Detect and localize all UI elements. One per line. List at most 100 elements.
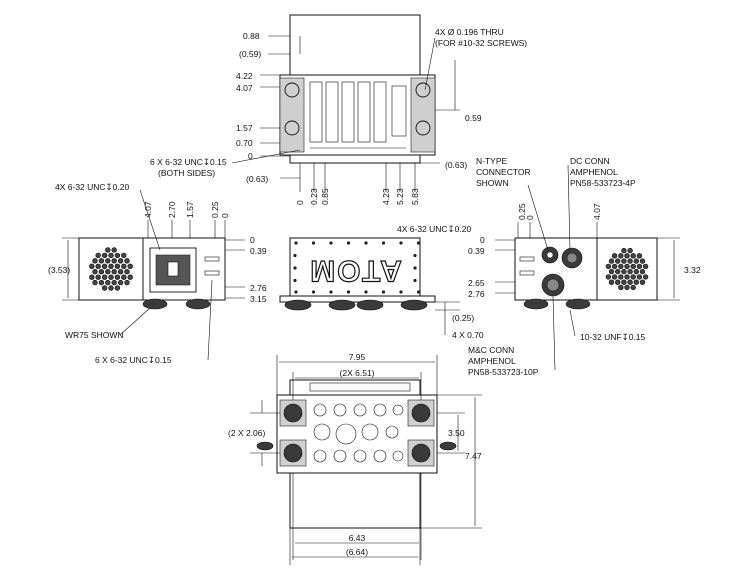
mc-connector-insert-icon xyxy=(546,278,560,292)
screw-icon xyxy=(416,241,421,245)
mount-hole-icon xyxy=(415,120,431,136)
grille-hole-icon xyxy=(630,253,636,259)
grille-hole-icon xyxy=(92,258,98,264)
grille-hole-icon xyxy=(108,252,114,259)
left-dim-label: 3.15 xyxy=(250,294,267,304)
grille-hole-icon xyxy=(117,269,124,275)
top-dim-label: (0.59) xyxy=(239,49,261,59)
screw-icon xyxy=(311,290,316,294)
grille-hole-icon xyxy=(121,274,127,280)
side-bracket xyxy=(519,270,535,276)
grille-hole-icon xyxy=(89,263,95,269)
left-dim-label: 0 xyxy=(220,213,230,218)
left-note-top: 4X 6-32 UNC↧0.20 xyxy=(55,182,129,192)
grille-hole-icon xyxy=(621,247,627,254)
wr75-flange xyxy=(149,247,197,293)
top-view-dim-lines xyxy=(231,35,460,192)
screw-icon xyxy=(294,241,298,245)
left-dim-label: 2.70 xyxy=(167,201,177,218)
screw-icon xyxy=(329,241,333,245)
left-view: 4X 6-32 UNC↧0.20 4.07 2.70 1.57 0.25 0 0… xyxy=(48,182,267,365)
grille-hole-icon xyxy=(101,274,108,280)
grille-hole-icon xyxy=(642,263,649,270)
grille-hole-icon xyxy=(630,263,636,270)
mount-hole-icon xyxy=(415,82,431,98)
grille-hole-icon xyxy=(111,258,117,264)
grille-hole-icon xyxy=(127,263,133,269)
right-foot-icon xyxy=(565,298,591,310)
right-note-unf: 10-32 UNF↧0.15 xyxy=(580,332,646,342)
bottom-side-foot-icon xyxy=(439,441,457,451)
front-foot-icon xyxy=(400,299,428,311)
grille-hole-icon xyxy=(92,279,98,286)
top-dim-label: (0.63) xyxy=(445,160,467,170)
right-fan-grille-icon xyxy=(605,247,649,291)
left-note-bottom: 6 X 6-32 UNC↧0.15 xyxy=(95,355,172,365)
top-dim-label: 0.23 xyxy=(309,188,319,205)
grille-hole-icon xyxy=(639,268,646,275)
grille-hole-icon xyxy=(633,258,639,264)
top-view-right-flange xyxy=(410,77,436,153)
top-view-fins xyxy=(309,81,407,149)
grille-hole-icon xyxy=(95,252,101,259)
screw-icon xyxy=(293,266,297,270)
n-type-pin-icon xyxy=(546,251,554,259)
top-view-cover xyxy=(289,14,421,76)
front-base xyxy=(279,295,436,303)
screw-icon xyxy=(346,290,351,294)
grille-hole-icon xyxy=(639,258,646,264)
front-view-dim-lines xyxy=(435,301,460,335)
front-foot-icon xyxy=(284,299,312,311)
front-foot-icon xyxy=(328,299,356,311)
screw-icon xyxy=(311,241,316,245)
grille-hole-icon xyxy=(627,268,633,275)
flange-port-icon xyxy=(411,403,431,423)
top-dim-label: 0 xyxy=(248,151,253,161)
grille-hole-icon xyxy=(117,258,124,264)
dc-conn-label: AMPHENOL xyxy=(570,167,618,177)
dim-6-43: 6.43 xyxy=(349,533,366,543)
dim-2x-2-06: (2 X 2.06) xyxy=(228,428,265,438)
grille-hole-icon xyxy=(618,274,624,280)
right-dim-label: 0.25 xyxy=(517,203,527,220)
grille-hole-icon xyxy=(101,252,108,259)
top-dim-label: 4.22 xyxy=(236,71,253,81)
right-view: 4X 6-32 UNC↧0.20 0.25 0 4.07 0 0.39 2.65… xyxy=(397,156,701,377)
dim-7-47: 7.47 xyxy=(465,451,482,461)
grille-hole-icon xyxy=(105,279,111,286)
dc-conn-label: DC CONN xyxy=(570,156,610,166)
screw-icon xyxy=(293,253,297,258)
right-dim-height: 3.32 xyxy=(684,265,701,275)
grille-hole-icon xyxy=(124,269,130,275)
right-note-top: 4X 6-32 UNC↧0.20 xyxy=(397,224,471,234)
grille-hole-icon xyxy=(108,263,114,269)
top-dim-label: 1.57 xyxy=(236,123,253,133)
grille-hole-icon xyxy=(624,253,630,259)
grille-hole-icon xyxy=(114,285,121,291)
right-foot-icon xyxy=(523,298,549,310)
mount-hole-icon xyxy=(284,82,300,98)
grille-hole-icon xyxy=(121,263,127,269)
top-dim-label: 0.85 xyxy=(320,188,330,205)
grille-hole-icon xyxy=(605,263,612,270)
left-dim-label: 0 xyxy=(250,235,255,245)
grille-hole-icon xyxy=(624,274,630,280)
top-dim-label: 0.70 xyxy=(236,138,253,148)
grille-hole-icon xyxy=(95,274,101,280)
dc-connector-insert-icon xyxy=(566,252,578,264)
grille-hole-icon xyxy=(108,285,114,291)
bottom-internal-features xyxy=(309,382,411,463)
mount-hole-icon xyxy=(284,120,300,136)
left-dim-label: 0.25 xyxy=(210,201,220,218)
grille-hole-icon xyxy=(627,258,633,264)
grille-hole-icon xyxy=(624,284,630,291)
grille-hole-icon xyxy=(98,258,105,264)
screw-icon xyxy=(294,290,298,294)
front-dim-label: 4 X 0.70 xyxy=(452,330,484,340)
note-unc-sides-line1: 6 X 6-32 UNC↧0.15 xyxy=(150,157,227,167)
grille-hole-icon xyxy=(624,263,630,270)
ntype-label: CONNECTOR xyxy=(476,167,531,177)
grille-hole-icon xyxy=(98,269,105,275)
grille-hole-icon xyxy=(101,285,108,291)
grille-hole-icon xyxy=(105,258,111,264)
